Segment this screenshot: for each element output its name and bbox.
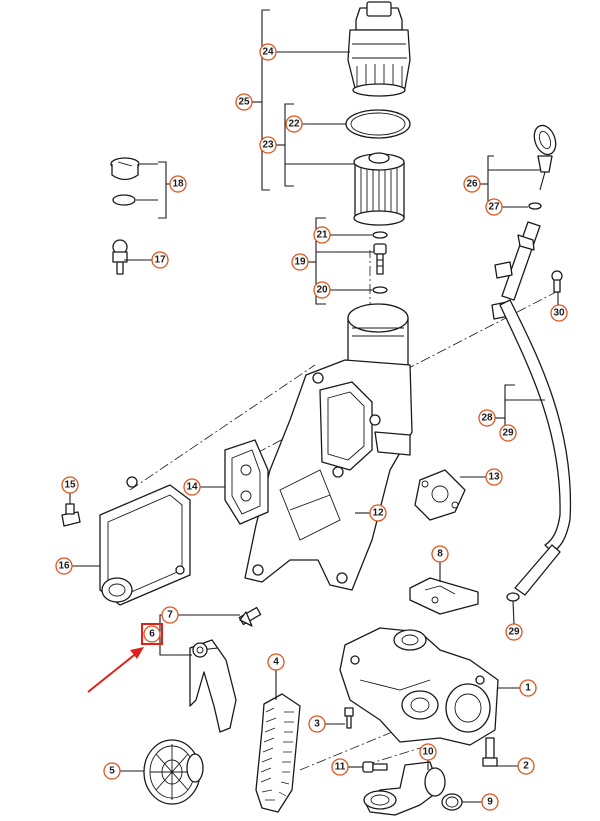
svg-text:7: 7 — [167, 610, 173, 621]
chain-tensioner — [189, 606, 262, 733]
svg-text:16: 16 — [58, 561, 70, 572]
callout-29-lower[interactable]: 29 — [505, 623, 523, 641]
callout-2[interactable]: 2 — [517, 757, 535, 775]
gasket-13 — [414, 469, 466, 521]
svg-text:1: 1 — [525, 683, 531, 694]
callout-17[interactable]: 17 — [151, 251, 169, 269]
callout-19[interactable]: 19 — [291, 253, 309, 271]
highlight-arrow — [87, 647, 144, 693]
oil-filter-housing — [244, 303, 413, 591]
callout-30[interactable]: 30 — [550, 304, 568, 322]
callout-29-upper[interactable]: 29 — [499, 424, 517, 442]
callout-16[interactable]: 16 — [55, 557, 73, 575]
oil-cooler — [99, 476, 191, 606]
callout-18[interactable]: 18 — [169, 175, 187, 193]
callout-5[interactable]: 5 — [103, 762, 121, 780]
svg-text:25: 25 — [238, 97, 250, 108]
svg-text:29: 29 — [508, 627, 520, 638]
svg-text:17: 17 — [154, 255, 166, 266]
highlight-box — [141, 623, 163, 645]
callout-12[interactable]: 12 — [369, 504, 387, 522]
callout-27[interactable]: 27 — [485, 198, 503, 216]
drive-chain — [255, 693, 301, 813]
svg-text:20: 20 — [316, 285, 328, 296]
svg-text:15: 15 — [64, 480, 76, 491]
svg-text:5: 5 — [109, 766, 115, 777]
bolt-3 — [344, 707, 354, 729]
pressure-sender — [112, 239, 128, 275]
callout-10[interactable]: 10 — [419, 743, 437, 761]
svg-text:3: 3 — [314, 719, 320, 730]
svg-text:13: 13 — [488, 472, 500, 483]
callout-6[interactable]: 6 — [143, 625, 161, 643]
svg-text:24: 24 — [262, 47, 274, 58]
callout-26[interactable]: 26 — [463, 175, 481, 193]
svg-text:6: 6 — [149, 629, 155, 640]
callout-24[interactable]: 24 — [259, 43, 277, 61]
callout-15[interactable]: 15 — [61, 476, 79, 494]
svg-text:19: 19 — [294, 257, 306, 268]
callout-25[interactable]: 25 — [235, 93, 253, 111]
svg-text:10: 10 — [422, 747, 434, 758]
svg-text:23: 23 — [262, 140, 274, 151]
bracket-8 — [409, 577, 479, 615]
svg-text:29: 29 — [502, 428, 514, 439]
valve-and-seals — [372, 231, 388, 294]
svg-text:8: 8 — [437, 549, 443, 560]
svg-text:9: 9 — [487, 797, 493, 808]
callout-3[interactable]: 3 — [308, 715, 326, 733]
callout-22[interactable]: 22 — [285, 115, 303, 133]
callout-21[interactable]: 21 — [313, 226, 331, 244]
dipstick-assembly — [491, 124, 572, 602]
callout-13[interactable]: 13 — [485, 468, 503, 486]
filter-element — [353, 152, 405, 226]
o-ring-large — [345, 109, 411, 139]
callout-11[interactable]: 11 — [331, 758, 349, 776]
sprocket — [143, 739, 204, 805]
svg-text:21: 21 — [316, 230, 328, 241]
bolt-15 — [61, 503, 81, 527]
leader-lines — [69, 9, 559, 803]
svg-text:4: 4 — [273, 657, 279, 668]
callout-9[interactable]: 9 — [481, 793, 499, 811]
svg-text:22: 22 — [288, 119, 300, 130]
svg-text:30: 30 — [553, 308, 565, 319]
callout-4[interactable]: 4 — [267, 653, 285, 671]
bolt-11 — [362, 761, 388, 773]
svg-text:27: 27 — [488, 202, 500, 213]
callout-28[interactable]: 28 — [478, 409, 496, 427]
callout-8[interactable]: 8 — [431, 545, 449, 563]
svg-text:2: 2 — [523, 761, 529, 772]
svg-text:26: 26 — [466, 179, 478, 190]
oil-pump — [339, 627, 499, 746]
svg-text:28: 28 — [481, 413, 493, 424]
callout-14[interactable]: 14 — [183, 478, 201, 496]
svg-text:14: 14 — [186, 482, 198, 493]
svg-text:18: 18 — [172, 179, 184, 190]
svg-text:11: 11 — [335, 762, 346, 773]
callout-7[interactable]: 7 — [161, 606, 179, 624]
gasket-14 — [224, 439, 269, 525]
filter-housing-cap — [347, 1, 411, 97]
callout-1[interactable]: 1 — [519, 679, 537, 697]
callout-20[interactable]: 20 — [313, 281, 331, 299]
pickup-pipe — [363, 761, 463, 816]
callout-23[interactable]: 23 — [259, 136, 277, 154]
filler-cap — [110, 157, 140, 206]
svg-text:12: 12 — [372, 508, 384, 519]
bolt-2 — [482, 737, 498, 767]
